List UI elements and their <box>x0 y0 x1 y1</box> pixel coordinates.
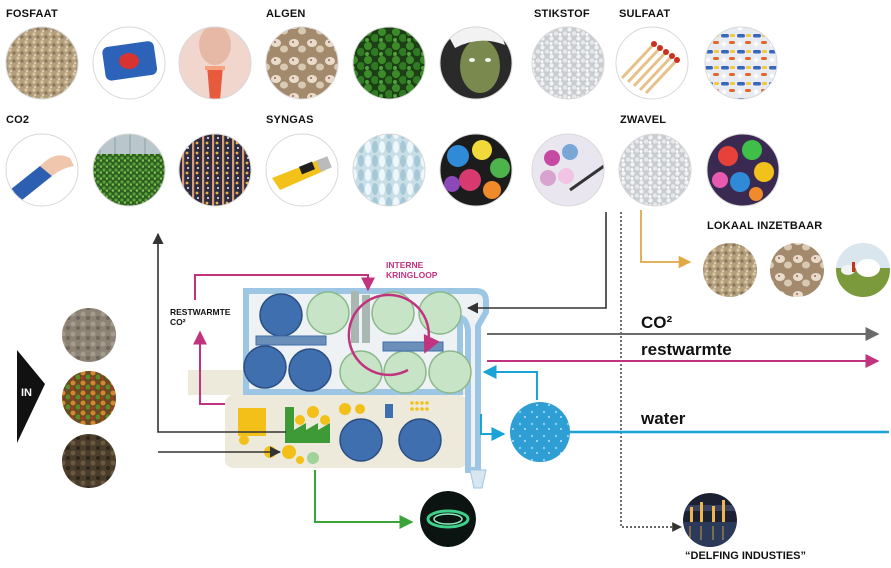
algen-green-pellets-icon <box>352 26 426 100</box>
stikstof-white-granules-icon <box>531 26 605 100</box>
syngas-plastic-bottles-icon <box>352 133 426 207</box>
syngas-glue-tube-icon <box>266 134 338 206</box>
co2-label-line2: CO² <box>170 317 186 327</box>
category-fosfaat: FOSFAAT <box>6 8 58 20</box>
in-label: IN <box>21 387 32 399</box>
in-manure-icon <box>62 434 116 488</box>
interne-kringloop-label: INTERNE KRINGLOOP <box>386 260 437 280</box>
zwavel-condoms-icon <box>707 134 779 206</box>
algen-face-mask-icon <box>440 27 512 99</box>
fosfaat-grain-icon <box>5 26 79 100</box>
restwarmte-label-line1: RESTWARMTE <box>170 307 231 317</box>
co2-cheering-hands-icon <box>178 133 252 207</box>
lokaal-grain-icon <box>703 243 757 297</box>
restwarmte-co2-label: RESTWARMTE CO² <box>170 307 230 327</box>
delfing-industies-label: “DELFING INDUSTIES” <box>685 550 807 562</box>
interne-label-line1: INTERNE <box>386 260 424 270</box>
lokaal-rats-icon <box>770 243 824 297</box>
facility <box>188 288 489 489</box>
lokaal-inzetbaar-label: LOKAAL INZETBAAR <box>707 220 823 232</box>
interne-kringloop-icon <box>347 293 440 377</box>
output-restwarmte-label: restwarmte <box>641 340 732 359</box>
syngas-paint-cups-icon <box>440 134 512 206</box>
sulfaat-matches-icon <box>616 27 688 99</box>
zwavel-white-granules-icon <box>618 133 692 207</box>
sulfaat-pills-icon <box>704 26 778 100</box>
category-syngas: SYNGAS <box>266 114 314 126</box>
co2-greenhouse-icon <box>93 134 165 206</box>
gas-flame-icon <box>420 491 476 547</box>
category-zwavel: ZWAVEL <box>620 114 667 126</box>
lokaal-field-domes-icon <box>836 243 890 297</box>
category-co2: CO2 <box>6 114 30 126</box>
fosfaat-dish-sponge-icon <box>93 27 165 99</box>
fosfaat-drink-icon <box>179 27 251 99</box>
in-vegetable-waste-icon <box>62 371 116 425</box>
algen-rats-icon <box>265 26 339 100</box>
category-stikstof: STIKSTOF <box>534 8 590 20</box>
category-sulfaat: SULFAAT <box>619 8 671 20</box>
output-co2-label: CO² <box>641 313 673 332</box>
industry-skyline-icon <box>683 493 737 547</box>
water-icon <box>510 402 570 462</box>
zwavel-paint-palette-icon <box>532 134 604 206</box>
in-arrow-icon <box>17 350 45 443</box>
category-algen: ALGEN <box>266 8 306 20</box>
interne-label-line2: KRINGLOOP <box>386 270 438 280</box>
co2-plaster-cast-icon <box>6 134 78 206</box>
output-water-label: water <box>641 409 686 428</box>
in-sludge-icon <box>62 308 116 362</box>
